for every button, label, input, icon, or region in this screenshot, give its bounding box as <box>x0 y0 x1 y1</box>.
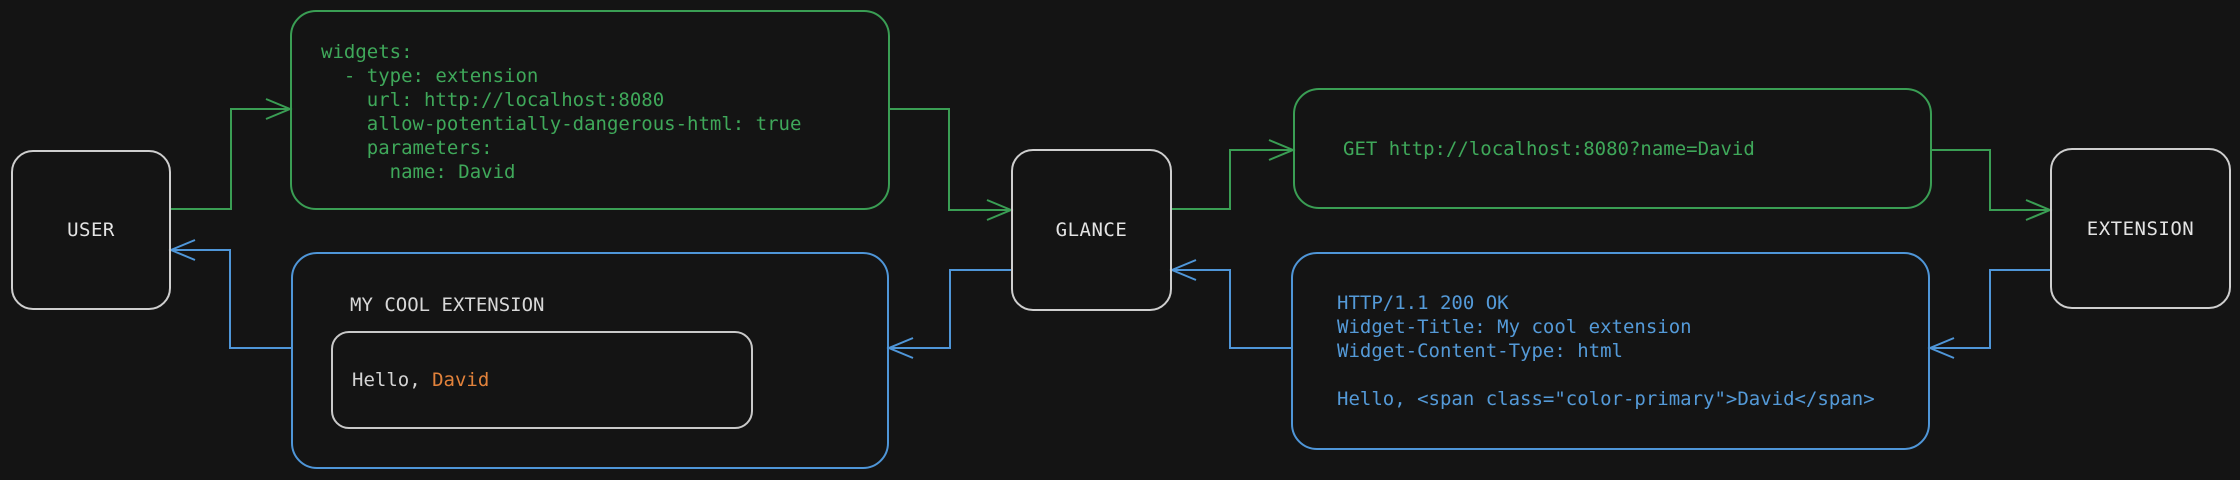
http-response-box: HTTP/1.1 200 OK Widget-Title: My cool ex… <box>1291 252 1930 450</box>
http-request-box: GET http://localhost:8080?name=David <box>1293 88 1932 209</box>
arrow-request-to-extension <box>1932 149 2053 221</box>
node-glance-label: GLANCE <box>1055 219 1128 241</box>
node-user: USER <box>11 150 171 310</box>
node-glance: GLANCE <box>1011 149 1172 311</box>
http-request-text: GET http://localhost:8080?name=David <box>1343 137 1755 160</box>
widget-greeting: Hello, David <box>333 369 489 391</box>
node-extension-label: EXTENSION <box>2086 217 2195 240</box>
arrow-user-to-config <box>171 98 293 210</box>
widget-title: MY COOL EXTENSION <box>350 294 545 316</box>
widget-inner-box: Hello, David <box>331 331 753 429</box>
widget-preview-box: MY COOL EXTENSION Hello, David <box>291 252 889 469</box>
config-yaml-code: widgets: - type: extension url: http://l… <box>321 41 802 183</box>
arrow-response-to-glance <box>1169 259 1291 349</box>
node-extension: EXTENSION <box>2050 148 2231 309</box>
node-user-label: USER <box>67 219 115 241</box>
widget-greeting-prefix: Hello, <box>352 369 433 391</box>
http-response-code: HTTP/1.1 200 OK Widget-Title: My cool ex… <box>1337 292 1875 410</box>
arrow-widget-to-user <box>168 239 291 349</box>
arrow-glance-to-widget <box>886 269 1011 359</box>
arrow-extension-to-response <box>1927 269 2050 359</box>
config-yaml-box: widgets: - type: extension url: http://l… <box>290 10 890 210</box>
widget-greeting-name: David <box>432 369 490 391</box>
arrow-config-to-glance <box>890 108 1014 221</box>
arrow-glance-to-request <box>1172 139 1296 210</box>
